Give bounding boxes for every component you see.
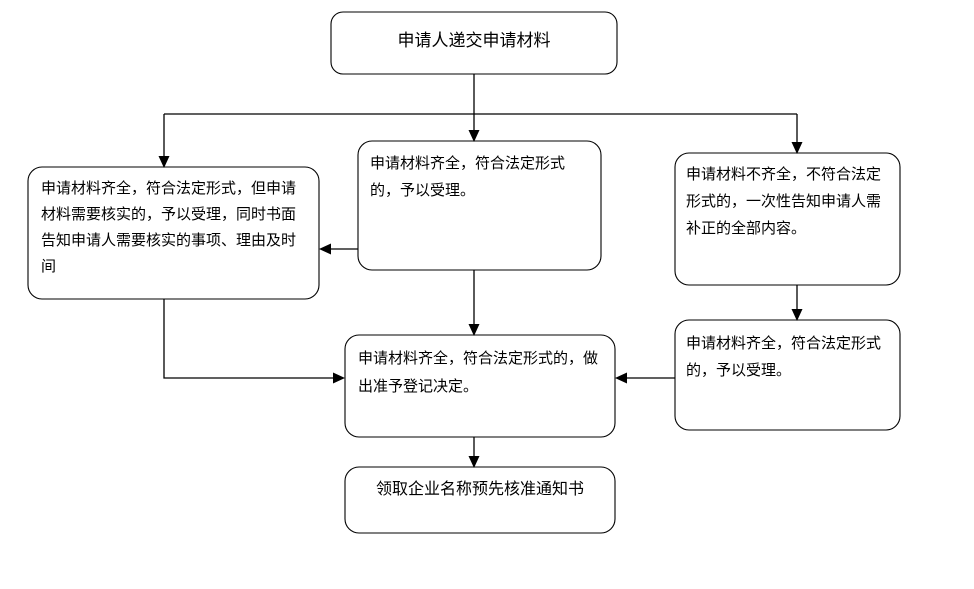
node-submit[interactable] bbox=[330, 11, 618, 75]
edge-middle-to-approve bbox=[468, 270, 480, 336]
node-receive-notice[interactable] bbox=[344, 466, 616, 534]
edge-submit-to-right bbox=[791, 114, 803, 154]
edge-submit-to-middle bbox=[468, 114, 480, 142]
node-incomplete-notify[interactable] bbox=[674, 152, 901, 286]
edge-right2-to-approve bbox=[615, 372, 675, 384]
edge-submit-split bbox=[164, 74, 797, 115]
edge-approve-to-notice bbox=[468, 437, 480, 468]
node-complete-accept[interactable] bbox=[357, 140, 602, 271]
edge-right-to-right2 bbox=[791, 285, 803, 321]
edge-submit-to-left bbox=[158, 114, 170, 168]
node-approve-registration[interactable] bbox=[344, 334, 616, 438]
node-complete-accept-2[interactable] bbox=[674, 319, 901, 431]
edge-left-to-approve bbox=[163, 299, 345, 384]
node-complete-needs-verification[interactable] bbox=[27, 166, 320, 300]
edge-middle-to-left bbox=[319, 243, 358, 255]
